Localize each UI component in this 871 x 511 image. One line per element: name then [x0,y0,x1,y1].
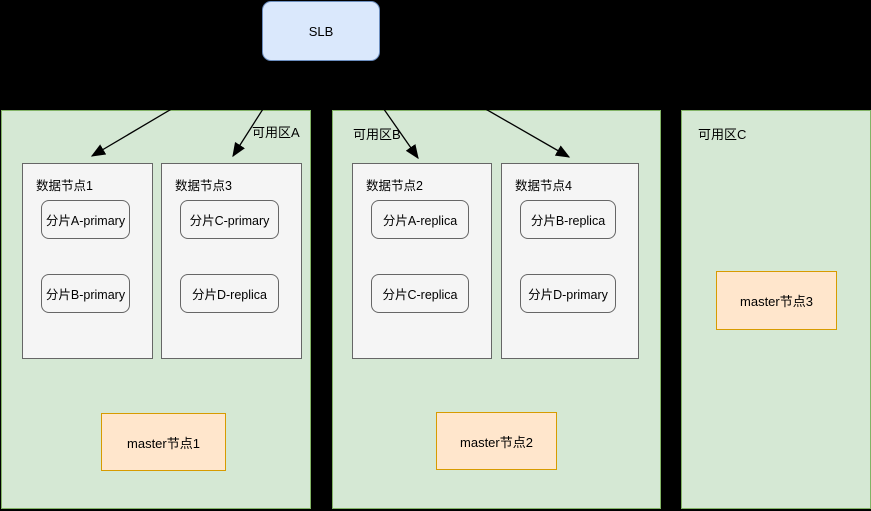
shard-a-replica: 分片A-replica [371,200,469,239]
data-node-2-label: 数据节点2 [366,179,423,193]
availability-zone-a: 可用区A 数据节点1 分片A-primary 分片B-primary 数据节点3… [1,110,311,509]
data-node-1: 数据节点1 分片A-primary 分片B-primary [22,163,153,359]
shard-a-primary: 分片A-primary [41,200,130,239]
shard-c-primary: 分片C-primary [180,200,279,239]
master-node-2-label: master节点2 [460,434,533,450]
shard-b-primary: 分片B-primary [41,274,130,313]
shard-d-replica: 分片D-replica [180,274,279,313]
zone-b-label: 可用区B [353,127,401,142]
data-node-3-label: 数据节点3 [175,179,232,193]
master-node-3: master节点3 [716,271,837,330]
master-node-1-label: master节点1 [127,435,200,451]
shard-label: 分片C-primary [189,214,270,228]
shard-label: 分片C-replica [382,288,458,302]
shard-b-replica: 分片B-replica [520,200,616,239]
shard-c-replica: 分片C-replica [371,274,469,313]
shard-label: 分片B-primary [45,288,126,302]
data-node-3: 数据节点3 分片C-primary 分片D-replica [161,163,302,359]
slb-node: SLB [262,1,380,61]
data-node-2: 数据节点2 分片A-replica 分片C-replica [352,163,492,359]
data-node-4: 数据节点4 分片B-replica 分片D-primary [501,163,639,359]
master-node-2: master节点2 [436,412,557,470]
zone-a-label: 可用区A [252,125,300,140]
data-node-1-label: 数据节点1 [36,179,93,193]
zone-c-label: 可用区C [698,127,747,142]
shard-label: 分片A-primary [45,214,126,228]
availability-zone-c: 可用区C master节点3 [681,110,871,509]
data-node-4-label: 数据节点4 [515,179,572,193]
availability-zone-b: 可用区B 数据节点2 分片A-replica 分片C-replica 数据节点4… [332,110,661,509]
shard-label: 分片B-replica [530,214,606,228]
shard-label: 分片D-primary [528,288,608,302]
shard-label: 分片A-replica [382,214,458,228]
master-node-3-label: master节点3 [740,294,813,309]
master-node-1: master节点1 [101,413,226,471]
slb-label: SLB [308,23,334,39]
shard-label: 分片D-replica [191,288,267,302]
shard-d-primary: 分片D-primary [520,274,616,313]
